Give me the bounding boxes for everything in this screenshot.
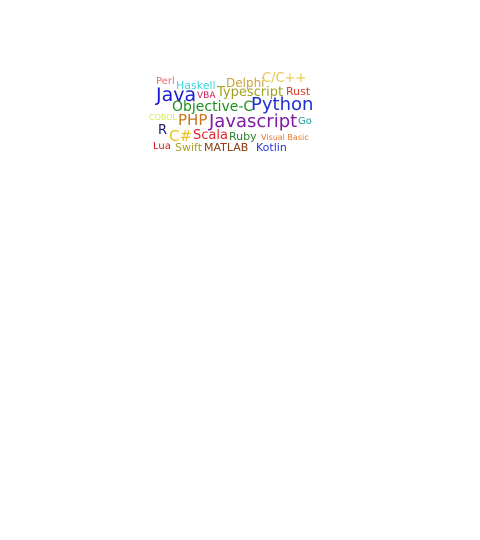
word-typescript: Typescript xyxy=(217,85,284,100)
word-go: Go xyxy=(298,116,312,127)
word-csharp: C# xyxy=(169,127,193,145)
word-php: PHP xyxy=(178,111,208,129)
word-delphi: Delphi xyxy=(226,76,265,90)
word-rust: Rust xyxy=(286,85,311,98)
word-lua: Lua xyxy=(153,141,171,152)
word-scala: Scala xyxy=(193,128,228,143)
word-r: R xyxy=(158,123,168,138)
word-vba: VBA xyxy=(197,91,216,101)
word-haskell: Haskell xyxy=(176,79,216,92)
word-objective-c: Objective-C xyxy=(172,99,254,115)
word-kotlin: Kotlin xyxy=(256,141,287,154)
word-cobol: COBOL xyxy=(149,113,177,122)
word-swift: Swift xyxy=(175,141,203,154)
word-javascript: Javascript xyxy=(209,111,298,132)
word-python: Python xyxy=(251,94,314,115)
word-perl: Perl xyxy=(156,76,175,87)
word-java: Java xyxy=(156,84,197,106)
word-c-cpp: C/C++ xyxy=(262,71,307,86)
word-ruby: Ruby xyxy=(229,130,257,143)
word-visual-basic: Visual Basic xyxy=(261,133,309,142)
word-matlab: MATLAB xyxy=(204,141,249,154)
